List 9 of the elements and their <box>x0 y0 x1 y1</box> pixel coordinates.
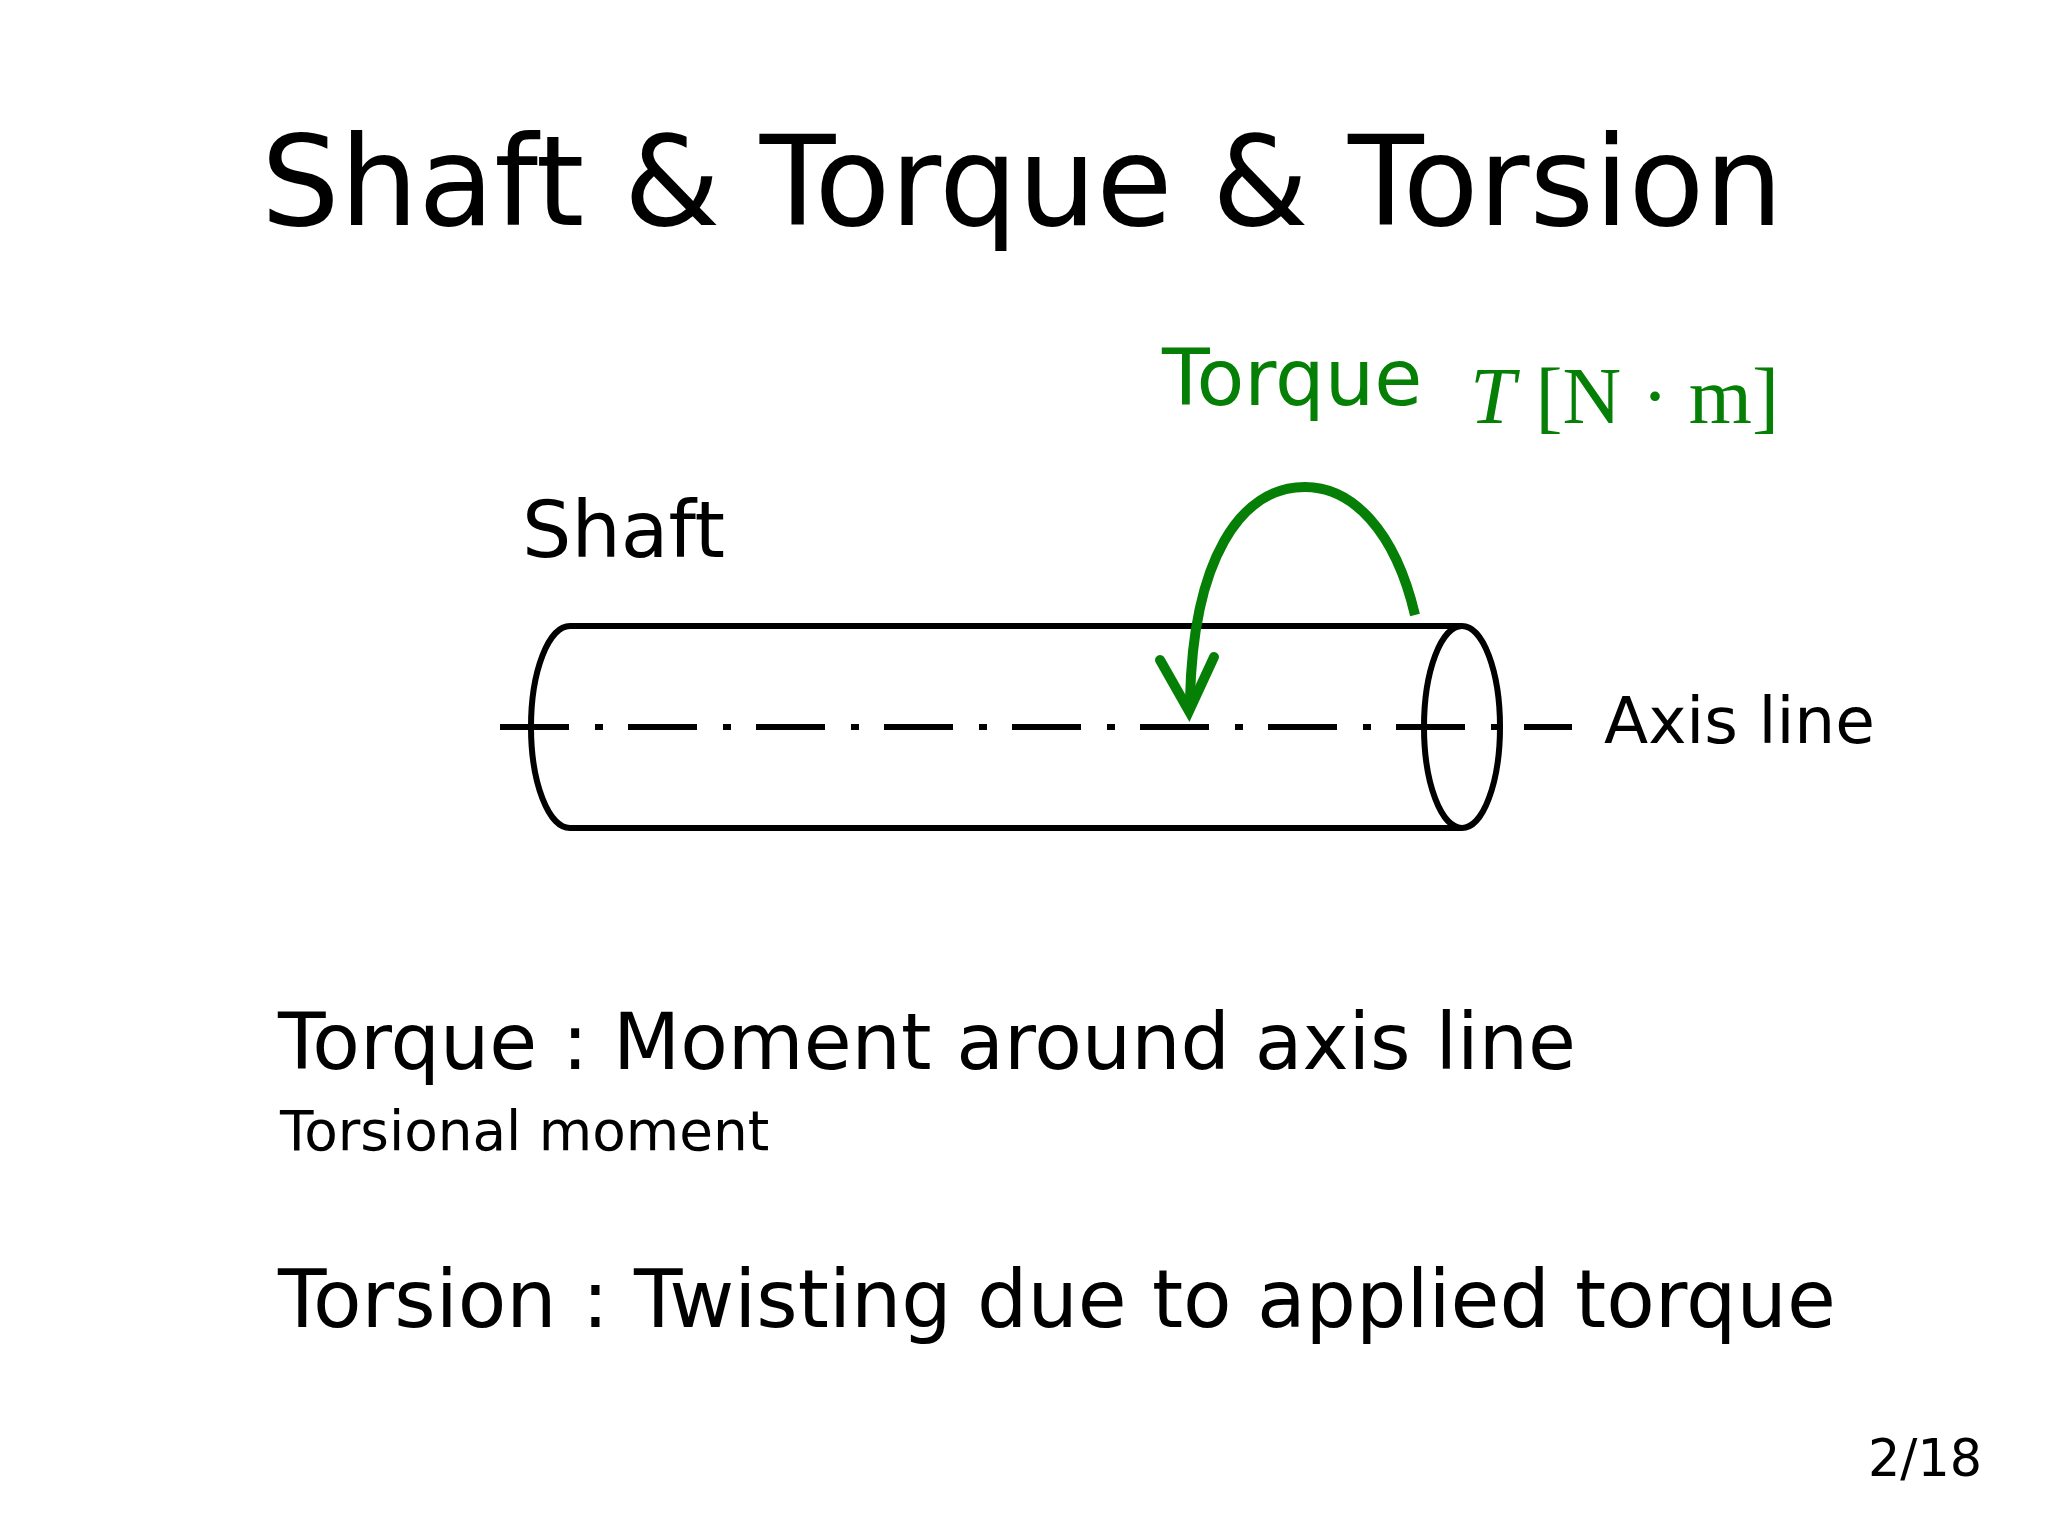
shaft-label: Shaft <box>522 484 725 578</box>
definition-note: Torsional moment <box>280 1099 770 1165</box>
slide-title: Shaft & Torque & Torsion <box>261 108 1783 256</box>
torque-unit-label: T [N · m] <box>1470 349 1779 443</box>
torque-label: Torque <box>1162 331 1423 425</box>
page-number: 2/18 <box>1868 1428 1982 1490</box>
axis-line-label: Axis line <box>1604 681 1875 760</box>
definition-text: Torsion : Twisting due to applied torque <box>278 1251 1836 1348</box>
definition-text: Torque : Moment around axis line <box>278 996 1576 1090</box>
